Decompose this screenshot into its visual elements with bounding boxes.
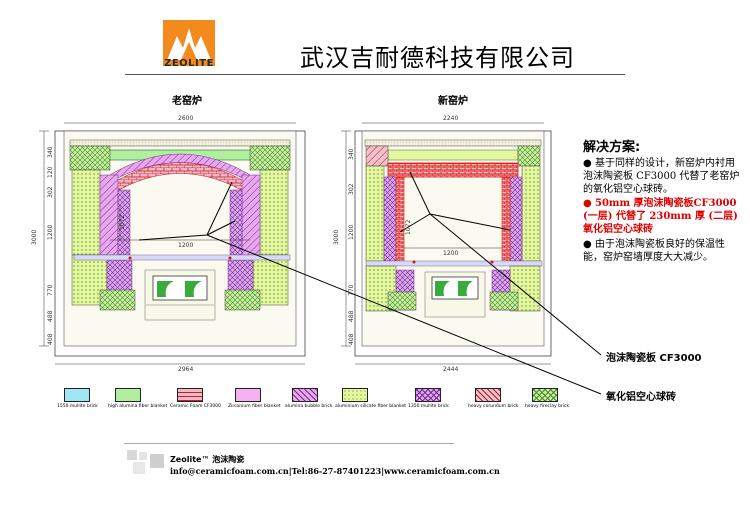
bullet-dot-icon: ● — [583, 239, 592, 250]
svg-text:120: 120 — [47, 166, 54, 178]
old-width-dim: 2600 — [178, 115, 193, 122]
legend-swatch — [177, 388, 203, 402]
footer-decoration — [127, 450, 164, 474]
bullet-dot-icon: ● — [583, 198, 592, 209]
bullet-dot-icon: ● — [583, 158, 592, 169]
old-kiln-title: 老窑炉 — [171, 94, 202, 107]
svg-text:302: 302 — [47, 186, 54, 198]
legend-swatch — [292, 388, 318, 402]
svg-text:770: 770 — [47, 284, 54, 296]
svg-text:408: 408 — [348, 333, 355, 345]
legend-swatch — [115, 388, 141, 402]
new-kiln-title: 新窑炉 — [438, 94, 468, 107]
new-base-width-dim: 2444 — [443, 366, 458, 373]
solution-bullet-1: ●基于同样的设计，新窑炉内衬用泡沫陶瓷板 CF3000 代替了老窑炉的氧化铝空心… — [583, 158, 740, 195]
legend-swatch — [475, 388, 501, 402]
callout-alumina-brick: 氧化铝空心球砖 — [606, 392, 676, 403]
header-divider — [125, 74, 625, 75]
svg-text:302: 302 — [348, 183, 355, 195]
svg-text:1200: 1200 — [348, 225, 355, 240]
svg-text:408: 408 — [47, 333, 54, 345]
new-inner-width-dim: 1200 — [443, 250, 458, 257]
legend-swatch — [342, 388, 368, 402]
new-width-dim: 2240 — [443, 115, 458, 122]
legend-swatch — [64, 388, 90, 402]
old-base-width-dim: 2964 — [178, 366, 193, 373]
legend-item: 1550 mullite brick — [57, 388, 98, 414]
legend-swatch — [532, 388, 558, 402]
logo-text: ZEOLITE — [164, 58, 214, 69]
callout-foam-board: 泡沫陶瓷板 CF3000 — [606, 353, 702, 364]
old-inner-dim: 1072 — [119, 215, 126, 230]
company-name: 武汉吉耐德科技有限公司 — [300, 44, 575, 72]
new-height-dim: 3000 — [333, 230, 340, 245]
old-inner-width-dim: 1200 — [178, 242, 193, 249]
old-kiln-drawing — [39, 122, 306, 365]
dimension-texts: 2600 1200 2964 3000 1072 340 120 302 120… — [31, 115, 458, 373]
legend-item: heavy corundum brick — [468, 388, 518, 414]
legend-item: high alumina fiber blanket — [108, 388, 167, 414]
svg-text:1200: 1200 — [47, 225, 54, 240]
old-height-dim: 3000 — [31, 230, 38, 245]
svg-text:340: 340 — [47, 146, 54, 158]
new-inner-dim: 1072 — [405, 220, 412, 235]
svg-text:340: 340 — [348, 148, 355, 160]
legend-swatch — [415, 388, 441, 402]
solution-title: 解决方案: — [583, 140, 641, 155]
footer-brand: Zeolite™ 泡沫陶瓷 — [170, 455, 245, 464]
legend-item: alumina bubble brick — [285, 388, 332, 414]
legend-item: 1350 mullite brick — [408, 388, 449, 414]
legend-item: Ceramic Foam CF3000 — [170, 388, 221, 414]
solution-bullet-3: ●由于泡沫陶瓷板良好的保温性能，窑炉窑墙厚度大大减少。 — [583, 239, 725, 263]
svg-text:488: 488 — [348, 310, 355, 322]
zeolite-logo — [163, 20, 215, 66]
legend-item: aluminium silicate fiber blanket — [335, 388, 406, 414]
svg-text:488: 488 — [47, 310, 54, 322]
leader-lines — [138, 171, 602, 395]
new-kiln-drawing — [341, 122, 552, 365]
legend-item: heavy fireclay brick — [525, 388, 569, 414]
solution-bullet-2: ●50mm 厚泡沫陶瓷板CF3000 (一层) 代替了 230mm 厚 (二层)… — [583, 198, 738, 235]
footer-contact: info@ceramicfoam.com.cn|Tel:86-27-874012… — [170, 466, 500, 476]
footer-divider — [124, 443, 454, 444]
legend-swatch — [235, 388, 261, 402]
legend-item: Zirconium fiber blanket — [228, 388, 281, 414]
svg-text:770: 770 — [348, 284, 355, 296]
